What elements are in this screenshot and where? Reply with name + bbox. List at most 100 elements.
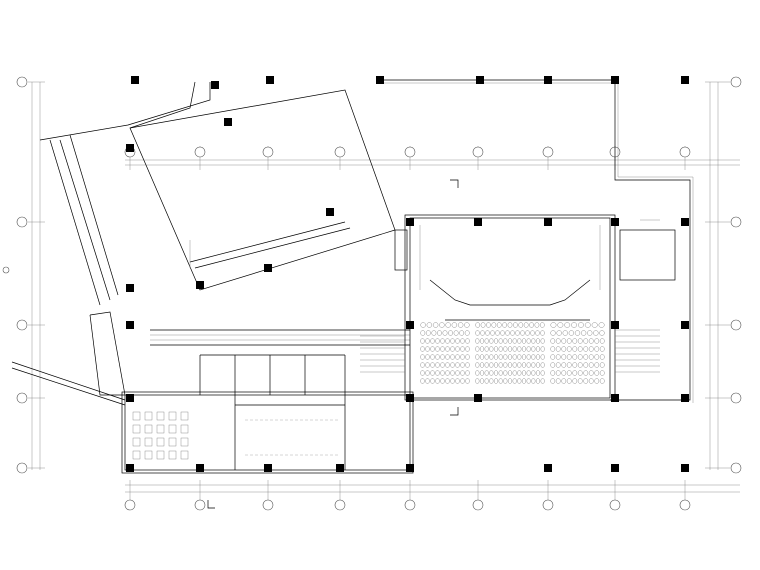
auditorium-seat (550, 322, 557, 328)
toilet-fixture (144, 450, 153, 460)
auditorium-seat (594, 378, 600, 384)
auditorium-seat (507, 346, 513, 352)
auditorium-seat (479, 378, 485, 384)
structural-column (126, 284, 134, 292)
auditorium-seat (484, 378, 489, 384)
auditorium-seat (577, 370, 583, 376)
auditorium-seat (583, 370, 589, 376)
auditorium-seat (550, 338, 556, 344)
auditorium-seat (425, 346, 430, 352)
auditorium (360, 214, 676, 401)
grid-bubble (472, 499, 484, 511)
auditorium-seat (512, 370, 517, 376)
auditorium-seat (517, 378, 522, 384)
auditorium-seat (594, 346, 600, 352)
auditorium-seat (475, 362, 480, 368)
auditorium-seat (521, 338, 527, 344)
grid-bubble (679, 499, 691, 511)
auditorium-seat (530, 330, 535, 336)
grid-bubble (679, 146, 691, 158)
auditorium-seat (431, 330, 437, 336)
toilet-fixture (168, 411, 177, 421)
dimension-lines (31, 82, 740, 493)
structural-column (326, 208, 334, 216)
auditorium-seat (550, 354, 556, 360)
auditorium-seat (529, 322, 534, 328)
auditorium-seat (498, 362, 503, 368)
auditorium-seat (465, 338, 470, 344)
auditorium-seat (555, 346, 561, 352)
auditorium-seat (550, 378, 556, 384)
auditorium-seat (521, 362, 527, 368)
auditorium-seat (531, 346, 536, 352)
auditorium-seat (540, 378, 545, 384)
auditorium-seat (599, 370, 605, 376)
auditorium-seat (425, 370, 430, 376)
auditorium-seat (557, 322, 564, 328)
auditorium-seat (498, 370, 503, 376)
auditorium-seat (420, 346, 425, 352)
auditorium-seat (507, 354, 513, 360)
rotated-wing (11, 81, 396, 406)
auditorium-seat (445, 346, 450, 352)
toilet-fixture (156, 437, 165, 447)
auditorium-seat (426, 322, 433, 328)
auditorium-seat (425, 362, 430, 368)
toilet-fixture (168, 437, 177, 447)
auditorium-seat (430, 346, 435, 352)
auditorium-seat (442, 330, 448, 336)
auditorium-seat (577, 354, 583, 360)
auditorium-seat (550, 346, 556, 352)
auditorium-seat (489, 354, 494, 360)
auditorium-seat (507, 338, 513, 344)
auditorium-seat (486, 322, 491, 328)
auditorium-seat (572, 354, 578, 360)
auditorium-seat (525, 330, 530, 336)
auditorium-seat (526, 346, 531, 352)
grid-bubble (194, 499, 206, 511)
auditorium-seat (440, 378, 445, 384)
section-marks (2, 179, 459, 509)
auditorium-seat (503, 338, 508, 344)
toilet-fixture (144, 424, 153, 434)
auditorium-seat (475, 338, 480, 344)
toilet-fixture (180, 411, 189, 421)
toilet-fixture (180, 450, 189, 460)
auditorium-seat (455, 362, 460, 368)
auditorium-seat (450, 378, 455, 384)
structural-column (406, 464, 414, 472)
auditorium-seat (526, 354, 531, 360)
auditorium-seat (535, 354, 541, 360)
auditorium-seat (555, 370, 561, 376)
toilet-fixture (144, 437, 153, 447)
auditorium-seat (517, 354, 522, 360)
auditorium-seat (420, 330, 426, 336)
auditorium-seat (540, 362, 545, 368)
structural-column (131, 76, 139, 84)
auditorium-seat (568, 330, 575, 336)
auditorium-seat (505, 330, 510, 336)
auditorium-seat (435, 354, 440, 360)
auditorium-seat (512, 362, 517, 368)
auditorium-seat (572, 378, 578, 384)
structural-column (611, 321, 619, 329)
auditorium-seat (523, 322, 529, 328)
auditorium-seat (572, 346, 578, 352)
auditorium-seat (599, 354, 605, 360)
auditorium-seat (535, 370, 541, 376)
auditorium-seat (445, 378, 450, 384)
grid-bubble (16, 319, 28, 331)
auditorium-seat (450, 346, 455, 352)
auditorium-seat (455, 370, 460, 376)
auditorium-seat (475, 354, 480, 360)
auditorium-seat (445, 370, 450, 376)
auditorium-seat (450, 362, 455, 368)
toilet-fixture (132, 437, 141, 447)
structural-column (376, 76, 384, 84)
auditorium-seat (540, 330, 545, 336)
grid-bubble (542, 499, 554, 511)
structural-columns (126, 76, 689, 472)
auditorium-seat (507, 362, 513, 368)
auditorium-seat (517, 370, 522, 376)
auditorium-seat (430, 362, 435, 368)
